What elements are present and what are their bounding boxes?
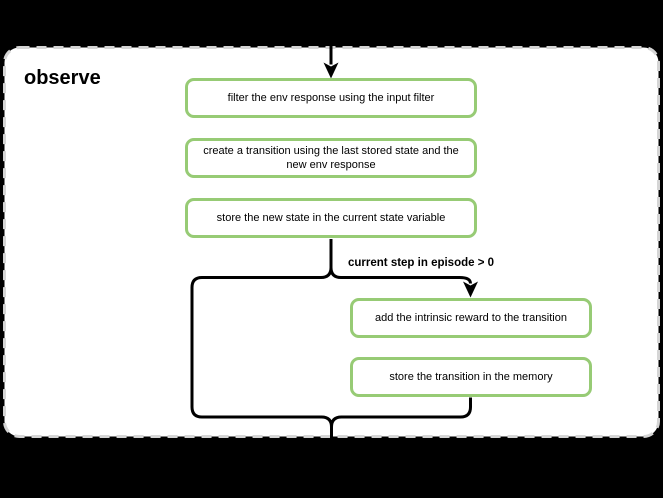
- step-store-transition-memory: store the transition in the memory: [350, 357, 592, 397]
- arrowhead-down-icon: [323, 62, 339, 79]
- step-label: store the new state in the current state…: [216, 212, 446, 224]
- condition-label: current step in episode > 0: [348, 257, 495, 269]
- connector-branch-left: [190, 267, 333, 445]
- step-label: create a transition using the last store…: [203, 145, 459, 171]
- group-title: observe: [24, 67, 101, 89]
- step-store-new-state: store the new state in the current state…: [185, 198, 477, 238]
- arrowhead-down-icon: [463, 281, 478, 298]
- step-label: add the intrinsic reward to the transiti…: [375, 312, 567, 324]
- step-label: store the transition in the memory: [389, 371, 553, 383]
- step-filter-env-response: filter the env response using the input …: [185, 78, 477, 118]
- step-create-transition: create a transition using the last store…: [185, 138, 477, 178]
- connector-step5-exit: [330, 397, 472, 445]
- step-label: filter the env response using the input …: [227, 92, 435, 104]
- step-add-intrinsic-reward: add the intrinsic reward to the transiti…: [350, 298, 592, 338]
